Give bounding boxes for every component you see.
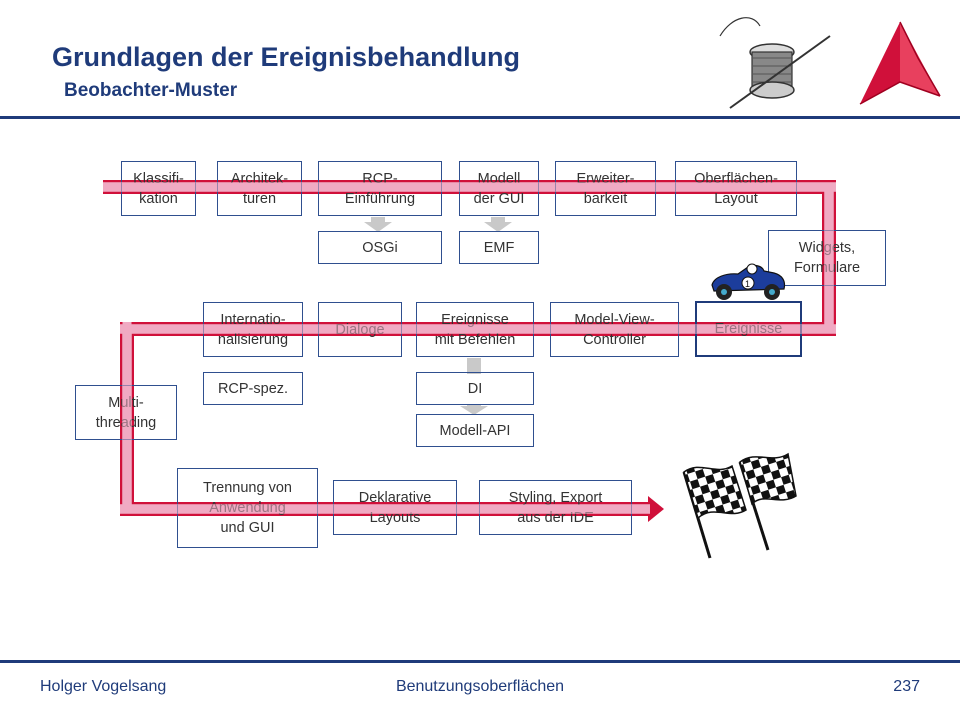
topic-modell-api: Modell-API — [416, 414, 534, 447]
footer-divider — [0, 660, 960, 663]
topic-emf: EMF — [459, 231, 539, 264]
topic-klassifikation: Klassifi- kation — [121, 161, 196, 216]
topic-erweiterbarkeit: Erweiter- barkeit — [555, 161, 656, 216]
topic-rcp-einfuehrung: RCP- Einführung — [318, 161, 442, 216]
topic-ereignisse-current: Ereignisse — [695, 301, 802, 357]
topic-architekturen: Architek- turen — [217, 161, 302, 216]
topic-multithreading: Multi- threading — [75, 385, 177, 440]
topic-trennung-anwendung-gui: Trennung von Anwendung und GUI — [177, 468, 318, 548]
checkered-flag-icon — [682, 452, 797, 559]
thread-spool-icon — [719, 17, 831, 109]
header-divider — [0, 116, 960, 119]
tent-logo-icon — [859, 21, 941, 105]
topic-rcp-spez: RCP-spez. — [203, 372, 303, 405]
footer-course: Benutzungsoberflächen — [395, 678, 565, 695]
topic-dialoge: Dialoge — [318, 302, 402, 357]
page-number: 237 — [893, 678, 920, 695]
topic-model-view-controller: Model-View- Controller — [550, 302, 679, 357]
topic-oberflaechen-layout: Oberflächen- Layout — [675, 161, 797, 216]
svg-text:1: 1 — [745, 279, 750, 289]
topic-di: DI — [416, 372, 534, 405]
topic-internationalisierung: Internatio- nalisierung — [203, 302, 303, 357]
topic-styling-export: Styling, Export aus der IDE — [479, 480, 632, 535]
topic-osgi: OSGi — [318, 231, 442, 264]
page-title: Grundlagen der Ereignisbehandlung — [52, 42, 521, 72]
race-car-icon: 1 — [711, 263, 786, 300]
topic-deklarative-layouts: Deklarative Layouts — [333, 480, 457, 535]
page-subtitle: Beobachter-Muster — [64, 80, 238, 101]
topic-modell-gui: Modell der GUI — [459, 161, 539, 216]
footer-author: Holger Vogelsang — [40, 678, 167, 695]
topic-ereignisse-befehle: Ereignisse mit Befehlen — [416, 302, 534, 357]
